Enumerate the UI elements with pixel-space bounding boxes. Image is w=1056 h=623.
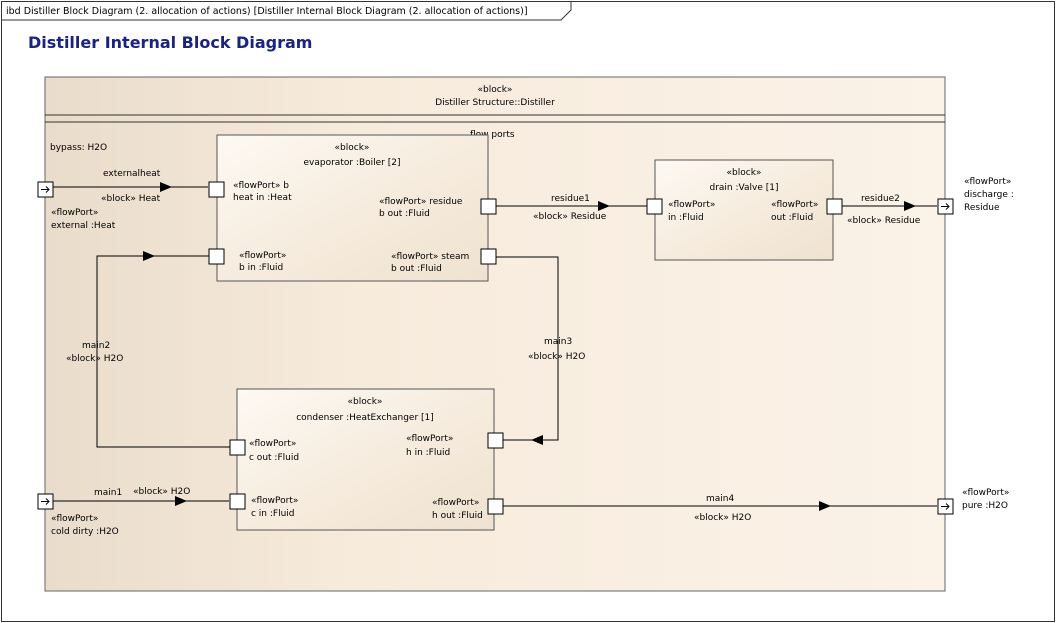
connector-residue2-type: «block» Residue [847, 216, 921, 226]
evaporator-name: evaporator :Boiler [2] [304, 158, 401, 168]
drain-out-name: out :Fluid [771, 213, 813, 223]
connector-externalheat-name: externalheat [103, 169, 161, 179]
evaporator-steam-name: b out :Fluid [391, 264, 442, 274]
port-condenser-h-in[interactable] [487, 432, 504, 449]
condenser-h-in-stereotype: «flowPort» [406, 434, 453, 444]
arrow-head-icon [598, 201, 610, 211]
evaporator-heat-in-name: heat in :Heat [233, 193, 292, 203]
port-discharge[interactable] [937, 198, 954, 215]
diagram-title: Distiller Internal Block Diagram [28, 33, 312, 52]
evaporator-b-in-stereotype: «flowPort» [239, 251, 286, 261]
port-cold-dirty[interactable] [37, 493, 54, 510]
condenser-h-in-name: h in :Fluid [406, 448, 450, 458]
arrow-right-icon [941, 203, 950, 210]
pure-port-name: pure :H2O [962, 501, 1008, 511]
drain-in-name: in :Fluid [668, 213, 704, 223]
evaporator-block[interactable]: «block» evaporator :Boiler [2] «flowPort… [216, 134, 489, 282]
connector-main3-type: «block» H2O [528, 352, 585, 362]
arrow-right-icon [41, 186, 50, 193]
distiller-section-label: flow ports [470, 130, 515, 140]
connector-residue1[interactable]: residue1 «block» Residue [496, 194, 647, 222]
condenser-block[interactable]: «block» condenser :HeatExchanger [1] «fl… [236, 388, 495, 531]
connector-main3-name: main3 [544, 337, 572, 347]
frame-tab-border [1, 1, 572, 21]
evaporator-steam-stereotype: «flowPort» steam [391, 252, 469, 262]
port-evaporator-residue-out[interactable] [480, 198, 497, 215]
connector-main4[interactable]: main4 «block» H2O [503, 494, 937, 523]
arrow-head-icon [819, 501, 831, 511]
port-condenser-c-out[interactable] [229, 439, 246, 456]
connector-residue1-type: «block» Residue [533, 212, 607, 222]
drain-block[interactable]: «block» drain :Valve [1] «flowPort» in :… [654, 159, 834, 261]
drain-stereotype: «block» [727, 168, 762, 178]
discharge-port-type: Residue [964, 203, 1000, 213]
condenser-c-in-name: c in :Fluid [251, 509, 295, 519]
distiller-stereotype: «block» [478, 85, 513, 95]
bypass-label: bypass: H2O [50, 143, 107, 153]
condenser-c-out-name: c out :Fluid [249, 453, 299, 463]
condenser-c-out-stereotype: «flowPort» [249, 439, 296, 449]
port-condenser-c-in[interactable] [229, 493, 246, 510]
connector-main4-type: «block» H2O [694, 513, 751, 523]
condenser-name: condenser :HeatExchanger [1] [296, 413, 434, 423]
condenser-h-out-stereotype: «flowPort» [432, 498, 479, 508]
pure-port-stereotype: «flowPort» [962, 488, 1009, 498]
port-evaporator-b-in[interactable] [208, 248, 225, 265]
condenser-c-in-stereotype: «flowPort» [251, 496, 298, 506]
evaporator-b-in-name: b in :Fluid [239, 263, 283, 273]
connector-main3[interactable]: main3 «block» H2O [496, 256, 585, 445]
drain-name: drain :Valve [1] [710, 183, 779, 193]
drain-out-stereotype: «flowPort» [771, 200, 818, 210]
port-drain-out[interactable] [826, 198, 843, 215]
arrow-head-icon [531, 435, 543, 445]
connector-main1-name: main1 [94, 488, 122, 498]
connector-main4-name: main4 [706, 494, 734, 504]
arrow-head-icon [904, 201, 916, 211]
evaporator-residue-stereotype: «flowPort» residue [379, 197, 463, 207]
condenser-h-out-name: h out :Fluid [432, 511, 483, 521]
discharge-port-stereotype: «flowPort» [964, 177, 1011, 187]
arrow-right-icon [941, 503, 950, 510]
cold-dirty-port-name: cold dirty :H2O [51, 527, 119, 537]
evaporator-stereotype: «block» [335, 143, 370, 153]
connector-main2[interactable]: main2 «block» H2O [66, 251, 231, 448]
port-drain-in[interactable] [646, 198, 663, 215]
connector-main1[interactable]: main1 «block» H2O [52, 487, 229, 506]
port-pure[interactable] [937, 498, 954, 515]
port-external-heat[interactable] [37, 181, 54, 198]
distiller-name: Distiller Structure::Distiller [435, 98, 555, 108]
connector-residue2[interactable]: residue2 «block» Residue [842, 194, 937, 226]
port-condenser-h-out[interactable] [487, 498, 504, 515]
evaporator-residue-name: b out :Fluid [379, 209, 430, 219]
cold-dirty-port-stereotype: «flowPort» [51, 514, 98, 524]
connector-externalheat-type: «block» Heat [101, 194, 161, 204]
port-evaporator-steam-out[interactable] [480, 248, 497, 265]
evaporator-heat-in-stereotype: «flowPort» b [233, 181, 289, 191]
port-evaporator-heat-in[interactable] [208, 181, 225, 198]
frame-tab-label: ibd Distiller Block Diagram (2. allocati… [6, 6, 528, 17]
arrow-right-icon [41, 498, 50, 505]
connector-main2-name: main2 [82, 341, 110, 351]
arrow-head-icon [175, 496, 187, 506]
arrow-head-icon [143, 251, 155, 261]
connector-externalheat[interactable]: externalheat «block» Heat [52, 169, 208, 204]
arrow-head-icon [160, 182, 172, 192]
connector-main2-type: «block» H2O [66, 354, 123, 364]
external-port-name: external :Heat [51, 221, 116, 231]
connector-main1-type: «block» H2O [133, 487, 190, 497]
connector-residue2-name: residue2 [861, 194, 900, 204]
condenser-stereotype: «block» [348, 397, 383, 407]
discharge-port-name: discharge : [964, 190, 1014, 200]
drain-in-stereotype: «flowPort» [668, 200, 715, 210]
connector-residue1-name: residue1 [551, 194, 590, 204]
external-port-stereotype: «flowPort» [51, 208, 98, 218]
